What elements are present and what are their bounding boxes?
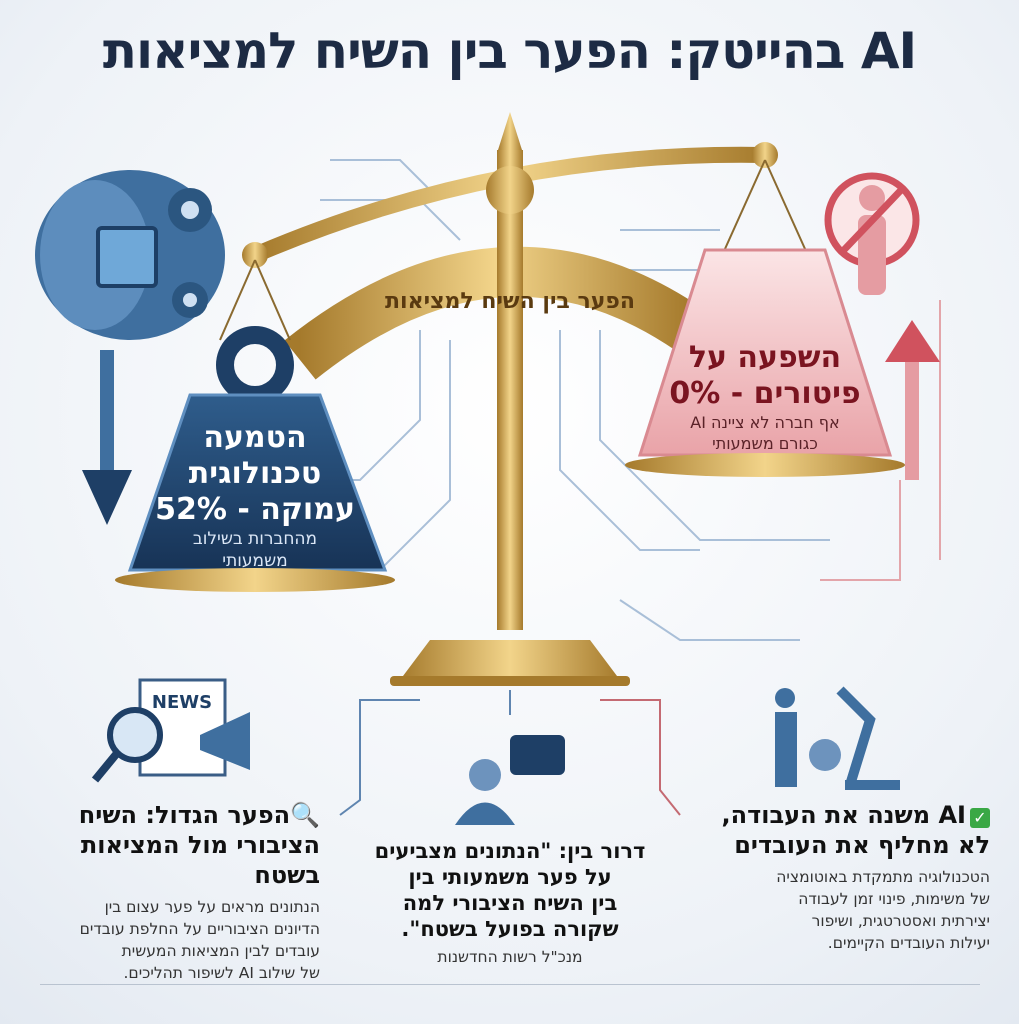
column-title-line: הציבורי מול המציאות בשטח	[80, 831, 320, 889]
column-body-line: של משימות, פינוי זמן לעבודה	[798, 890, 990, 908]
beam-arch	[284, 246, 705, 380]
robot-arm-worker-icon	[775, 686, 900, 790]
left-weight-text: הטמעה טכנולוגית עמוקה - 52% מהחברות בשיל…	[150, 420, 360, 572]
column-title-line: על פער משמעותי בין	[408, 865, 612, 889]
news-label: NEWS	[152, 692, 212, 713]
circuit-lines	[300, 159, 830, 641]
quote-attribution: מנכ"ל רשות החדשנות	[437, 948, 583, 966]
left-weight	[115, 326, 395, 592]
bottom-divider	[40, 984, 980, 985]
arrow-down-icon	[82, 350, 132, 525]
page-title: AI בהייטק: הפער בין השיח למציאות	[102, 22, 917, 80]
no-layoffs-icon	[824, 172, 920, 295]
column-body-line: הטכנולוגיה מתמקדת באוטומציה	[776, 868, 990, 886]
column-body-line: הדיונים הציבוריים על החלפת עובדים	[79, 920, 320, 938]
column-gap: 🔍הפער הגדול: השיח הציבורי מול המציאות בש…	[20, 800, 320, 984]
brain-chip-icon	[35, 170, 225, 340]
column-title-line: שקורה בפועל בשטח".	[401, 917, 619, 941]
right-sub-line: כגורם משמעותי	[712, 434, 818, 453]
right-title-line: השפעה על	[688, 340, 842, 375]
column-title-line: AI משנה את העבודה,	[721, 801, 966, 829]
column-body-line: יצירתית ואסטרטגית, ושיפור	[811, 912, 990, 930]
column-quote: דרור בין: "הנתונים מצביעים על פער משמעות…	[365, 838, 655, 968]
column-body-line: יעילות העובדים הקיימים.	[827, 934, 990, 952]
column-body-line: של שילוב AI לשיפור תהליכים.	[123, 964, 320, 982]
column-title-line: הפער הגדול: השיח	[78, 801, 291, 829]
news-megaphone-icon	[91, 678, 250, 783]
left-title-line: הטמעה	[203, 420, 307, 455]
magnifier-icon: 🔍	[290, 801, 320, 829]
column-title-line: לא מחליף את העובדים	[734, 831, 990, 859]
column-title-line: דרור בין: "הנתונים מצביעים	[374, 839, 646, 863]
left-title-line: טכנולוגית	[188, 456, 322, 491]
column-change: ✓AI משנה את העבודה, לא מחליף את העובדים …	[690, 800, 990, 954]
speaker-person-icon	[455, 735, 565, 825]
column-body-line: הנתונים מראים על פער עצום בין	[104, 898, 320, 916]
check-icon: ✓	[970, 808, 990, 828]
left-sub-line: מהחברות בשילוב	[192, 529, 318, 549]
right-sub-line: אף חברה לא ציינה AI	[690, 413, 840, 432]
column-body-line: עובדים לבין המציאות המעשית	[121, 942, 320, 960]
arrow-up-icon	[885, 320, 940, 480]
right-weight	[625, 248, 905, 477]
right-weight-text: השפעה על פיטורים - 0% אף חברה לא ציינה A…	[660, 340, 870, 454]
left-title-line: עמוקה - 52%	[155, 492, 355, 527]
right-title-line: פיטורים - 0%	[669, 376, 861, 411]
column-title-line: בין השיח הציבורי למה	[402, 891, 618, 915]
beam-label: הפער בין השיח למציאות	[385, 289, 635, 314]
left-sub-line: משמעותי	[222, 551, 288, 571]
